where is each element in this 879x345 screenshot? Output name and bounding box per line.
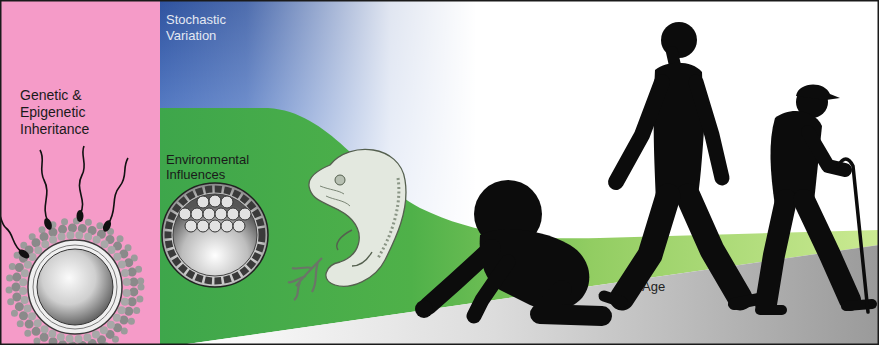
- inheritance-band: Genetic & Epigenetic Inheritance: [0, 0, 160, 345]
- age-wedge-outline: [180, 245, 879, 345]
- band-label: Stochastic Variation: [166, 12, 248, 44]
- band-label: Environmental Influences: [166, 152, 270, 182]
- band-label: Genetic & Epigenetic Inheritance: [20, 87, 132, 138]
- environment-band-outline: [160, 108, 879, 345]
- band-shape: [180, 245, 879, 345]
- axis-label: Age: [642, 279, 702, 294]
- age-wedge: Age: [180, 245, 879, 345]
